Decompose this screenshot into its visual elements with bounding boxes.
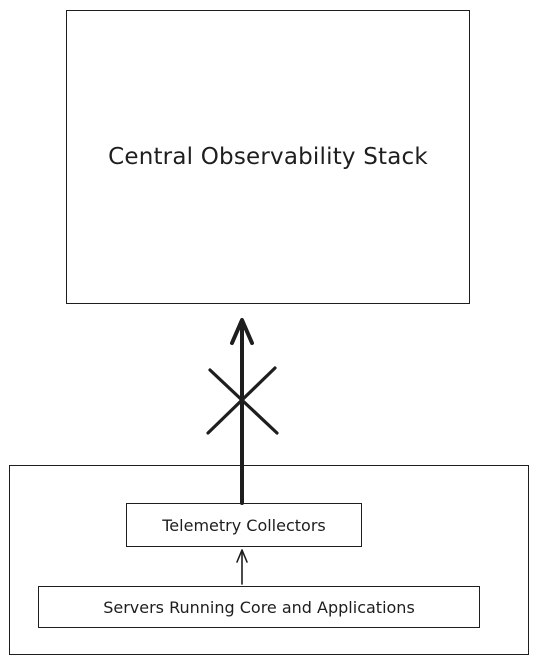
telemetry-collectors-label: Telemetry Collectors: [162, 515, 326, 535]
central-observability-stack-label: Central Observability Stack: [108, 144, 428, 170]
telemetry-collectors-box: Telemetry Collectors: [126, 503, 362, 547]
server-cluster-boundary: [9, 465, 529, 655]
blocked-cross-stroke-1: [208, 368, 279, 435]
servers-box: Servers Running Core and Applications: [38, 586, 480, 628]
blocked-cross-stroke-2: [206, 366, 277, 435]
servers-label: Servers Running Core and Applications: [103, 597, 415, 617]
central-observability-stack-box: Central Observability Stack: [66, 10, 470, 304]
blocked-arrow-head: [230, 318, 254, 345]
